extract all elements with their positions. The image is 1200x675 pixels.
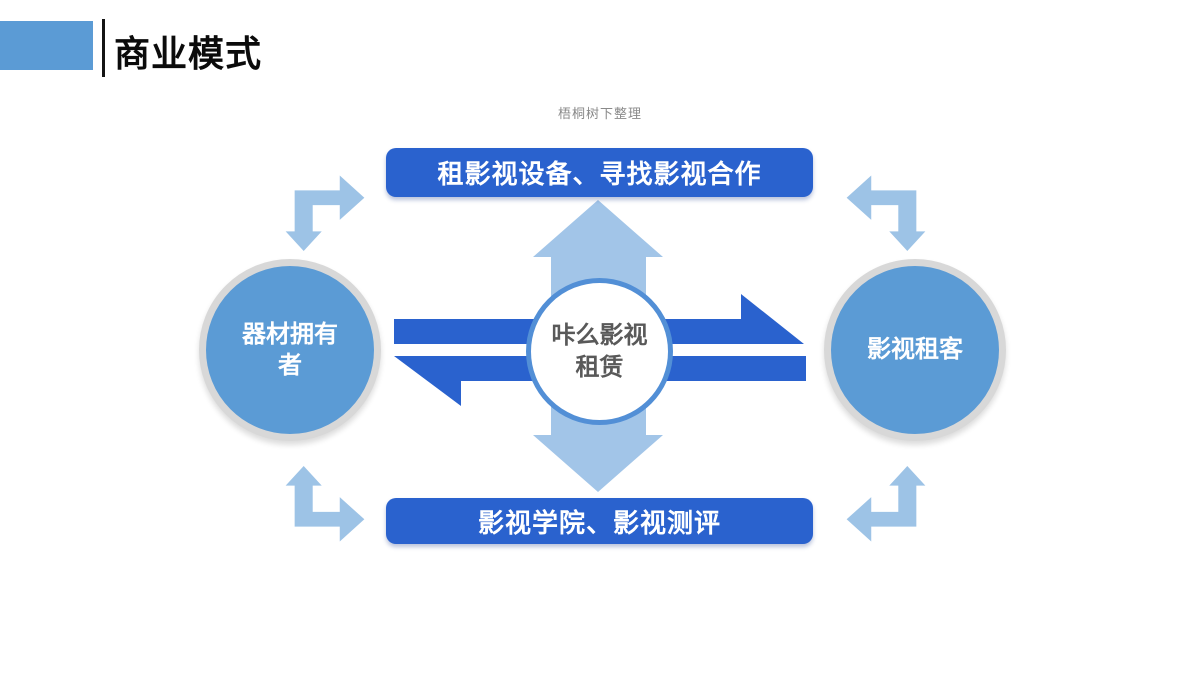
brand-circle-line2: 租赁 — [575, 353, 624, 381]
title-divider-line — [102, 19, 105, 77]
owner-circle-line1: 器材拥有 — [242, 320, 338, 348]
corner-arrow-bottom-right-icon — [846, 466, 926, 542]
brand-circle-label: 咔么影视 租赁 — [552, 320, 648, 382]
credit-text: 梧桐树下整理 — [557, 107, 642, 122]
top-service-bar-label: 租影视设备、寻找影视合作 — [437, 159, 762, 189]
renter-circle-label: 影视租客 — [867, 336, 963, 364]
top-service-bar: 租影视设备、寻找影视合作 — [386, 148, 813, 197]
renter-circle: 影视租客 — [824, 259, 1006, 441]
owner-circle-label: 器材拥有 者 — [242, 319, 338, 381]
elbow-arrow-shape — [285, 466, 365, 542]
elbow-arrow-shape — [846, 466, 926, 542]
corner-arrow-top-right-icon — [846, 175, 926, 251]
brand-circle-line1: 咔么影视 — [551, 322, 648, 350]
elbow-arrow-shape — [285, 175, 365, 251]
page-title: 商业模式 — [114, 33, 263, 74]
owner-circle: 器材拥有 者 — [199, 259, 381, 441]
corner-arrow-bottom-left-icon — [285, 466, 365, 542]
elbow-arrow-shape — [846, 175, 926, 251]
bottom-service-bar: 影视学院、影视测评 — [386, 498, 813, 544]
title-accent-rect — [0, 21, 93, 70]
brand-circle: 咔么影视 租赁 — [526, 278, 673, 425]
bottom-service-bar-label: 影视学院、影视测评 — [477, 507, 721, 538]
owner-circle-line2: 者 — [278, 352, 302, 379]
corner-arrow-top-left-icon — [285, 175, 365, 251]
